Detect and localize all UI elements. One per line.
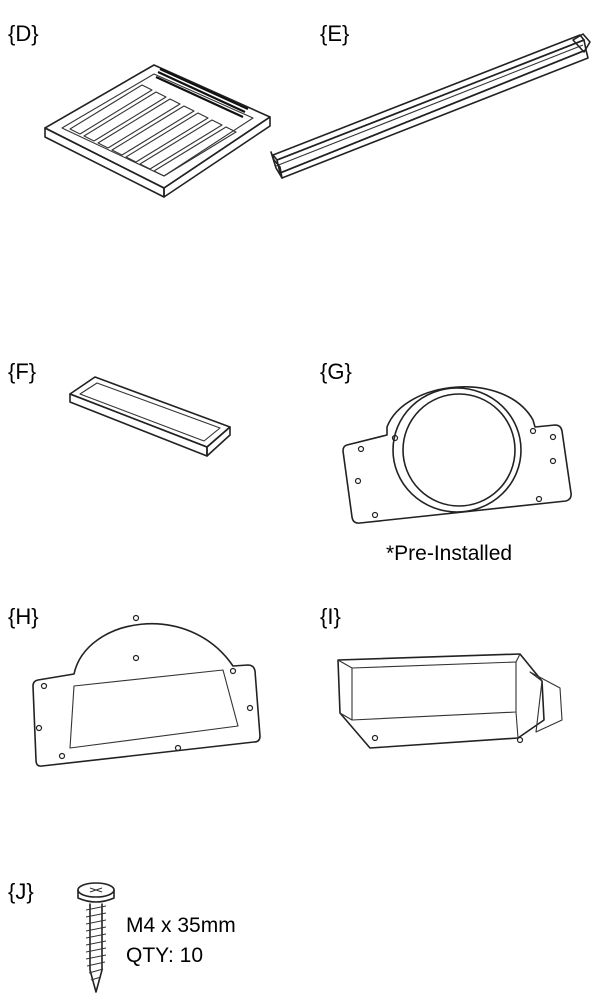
pre-installed-note: *Pre-Installed <box>386 542 513 565</box>
part-label-h: {H} <box>8 604 39 629</box>
part-label-g: {G} <box>320 359 352 384</box>
screw-illustration <box>76 880 116 995</box>
frame-illustration <box>65 372 245 462</box>
part-label-d: {D} <box>8 21 39 46</box>
duct-adapter-illustration <box>330 648 575 758</box>
rectangular-adapter-illustration <box>28 608 268 773</box>
part-label-e: {E} <box>320 21 350 46</box>
round-adapter-illustration <box>335 365 585 530</box>
screw-quantity: QTY: 10 <box>126 944 204 967</box>
part-label-i: {I} <box>320 604 341 629</box>
grille-filter-illustration <box>40 60 280 200</box>
screw-spec: M4 x 35mm <box>126 914 236 937</box>
rail-illustration <box>268 30 598 180</box>
part-label-f: {F} <box>8 359 37 384</box>
part-label-j: {J} <box>8 879 34 904</box>
